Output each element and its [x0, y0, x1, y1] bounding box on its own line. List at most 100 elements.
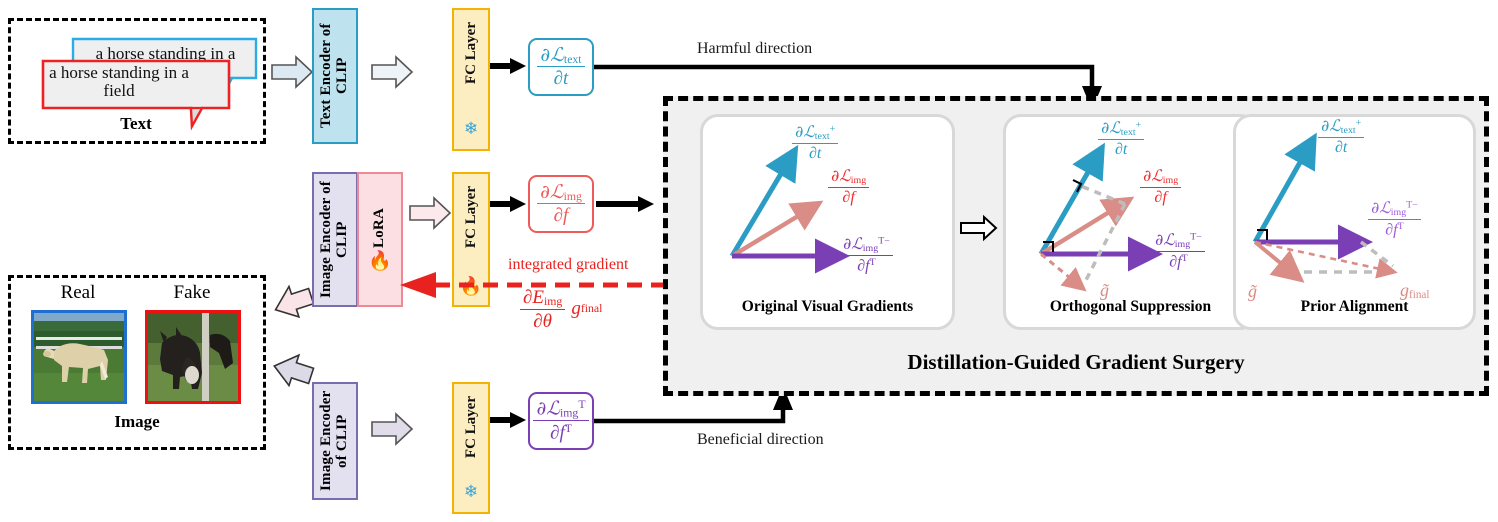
lbl-sub: img	[1390, 206, 1407, 218]
text-bubble-back-label: a horse standing in a	[95, 44, 236, 63]
text-encoder-box: Text Encoder of CLIP	[312, 8, 358, 144]
image-encoder-frozen-label: Image Encoder of CLIP	[318, 390, 350, 492]
arrow-fc-to-img-t-gradient	[490, 411, 528, 429]
panel-2-text-gradient-label: ∂ℒtext+∂t	[1098, 118, 1145, 159]
image-encoder-lora-label: Image Encoder of CLIP	[318, 180, 350, 299]
arrow-fc-to-text-gradient	[490, 57, 528, 75]
img-t-gradient-sub: img	[560, 406, 579, 420]
ig-formula-num-sub: img	[544, 295, 563, 309]
arrow-img-gradient-out	[596, 195, 656, 213]
snowflake-icon: ❄	[463, 482, 479, 501]
ig-formula-tail: g	[571, 298, 581, 320]
text-group-label: Text	[120, 114, 152, 133]
beneficial-direction-path	[594, 386, 794, 430]
panel-2-g-tilde-label: g̃	[1100, 280, 1109, 300]
lbl-den: ∂f	[828, 186, 870, 206]
lbl-sup: T	[1406, 199, 1413, 211]
img-t-gradient-den-sup: T	[564, 422, 572, 436]
lbl-sup: T	[878, 235, 885, 247]
lbl-sub: img	[1174, 238, 1191, 250]
block-arrow-to-lora-encoder-icon	[270, 282, 316, 322]
img-gradient-box: ∂ℒimg ∂f	[528, 175, 594, 233]
panel-3-title: Prior Alignment	[1300, 298, 1409, 315]
panel-prior-alignment	[1233, 114, 1476, 330]
flame-icon: 🔥	[368, 250, 392, 272]
img-gradient-numerator: ∂ℒ	[540, 180, 564, 203]
gradient-surgery-title: Distillation-Guided Gradient Surgery	[907, 350, 1245, 374]
lbl-num: ∂ℒ	[1371, 198, 1391, 217]
panel-3-img-t-gradient-label: ∂ℒimgT−∂fT	[1368, 200, 1421, 239]
image-group-label: Image	[114, 412, 160, 431]
real-image	[31, 310, 127, 404]
text-encoder-label: Text Encoder of CLIP	[318, 23, 350, 129]
img-t-gradient-sup: T	[578, 398, 586, 412]
panel-original-visual-gradients	[700, 114, 955, 330]
lbl-sub: img	[862, 242, 879, 254]
lbl-sup: T	[1190, 231, 1197, 243]
fc-layer-frozen-label: FC Layer	[462, 396, 479, 459]
fake-label: Fake	[173, 282, 211, 303]
text-input-group	[8, 18, 266, 144]
lbl-sub: text	[814, 130, 830, 142]
lbl-num: ∂ℒ	[1321, 116, 1341, 135]
lbl-num: ∂ℒ	[1101, 118, 1121, 137]
lbl-num: ∂ℒ	[843, 234, 863, 253]
text-bubble-front	[41, 59, 231, 131]
integrated-gradient-path	[398, 272, 666, 298]
panel-2-title: Orthogonal Suppression	[1049, 298, 1212, 315]
lbl-den: ∂f	[857, 257, 870, 275]
lbl-sub: text	[1120, 126, 1136, 138]
panel-1-img-t-gradient-label: ∂ℒimgT−∂fT	[840, 236, 893, 275]
panel-3-vectors	[1233, 114, 1476, 330]
panel-2-img-t-gradient-label: ∂ℒimgT−∂fT	[1152, 232, 1205, 271]
lbl-sub: img	[1162, 174, 1179, 186]
panel-3-g-final-label: gfinal	[1400, 280, 1429, 301]
panel-1-vectors	[700, 114, 955, 330]
text-gradient-denominator: ∂t	[537, 66, 585, 88]
text-gradient-sub: text	[563, 52, 582, 66]
text-gradient-box: ∂ℒtext ∂t	[528, 38, 594, 96]
panel-3-text-gradient-label: ∂ℒtext+∂t	[1318, 116, 1365, 157]
panel-1-img-gradient-label: ∂ℒimg∂f	[828, 166, 870, 207]
lora-box: LoRA 🔥	[357, 172, 403, 307]
lbl-num: ∂ℒ	[1143, 166, 1163, 185]
real-label: Real	[60, 282, 96, 303]
img-t-gradient-numerator: ∂ℒ	[536, 397, 560, 420]
fc-layer-lora-label: FC Layer	[462, 186, 479, 249]
g-final-sub: final	[1409, 289, 1430, 301]
lbl-den: ∂t	[1098, 138, 1145, 158]
lbl-num: ∂ℒ	[831, 166, 851, 185]
lbl-den-sup: T	[1397, 220, 1404, 232]
lbl-den-sup: T	[1181, 252, 1188, 264]
image-encoder-lora-box: Image Encoder of CLIP	[312, 172, 358, 307]
text-bubble-front-label: a horse standing in a field	[49, 63, 189, 100]
block-arrow-text-to-fc-icon	[370, 55, 414, 89]
integrated-gradient-label: integrated gradient	[508, 256, 629, 273]
image-encoder-frozen-box: Image Encoder of CLIP	[312, 382, 358, 500]
g-final-symbol: g	[1400, 280, 1409, 300]
text-gradient-numerator: ∂ℒ	[540, 43, 564, 66]
ig-formula-denominator: ∂θ	[520, 308, 566, 331]
harmful-direction-label: Harmful direction	[697, 40, 813, 57]
lbl-den: ∂f	[1169, 253, 1182, 271]
panel-1-text-gradient-label: ∂ℒtext+∂t	[792, 124, 839, 163]
panel-3-g-tilde-label: g̃	[1248, 281, 1257, 301]
ig-formula-tail-sub: final	[580, 302, 603, 316]
ig-formula-numerator: ∂E	[523, 287, 544, 308]
snowflake-icon: ❄	[463, 119, 479, 138]
img-t-gradient-denominator: ∂f	[550, 422, 565, 444]
fc-layer-text: FC Layer ❄	[452, 8, 490, 151]
image-input-group	[8, 275, 266, 450]
panel-2-img-gradient-label: ∂ℒimg∂f	[1140, 166, 1182, 207]
fc-layer-frozen: FC Layer ❄	[452, 382, 490, 514]
beneficial-direction-label: Beneficial direction	[697, 431, 824, 448]
img-t-gradient-box: ∂ℒimgT ∂fT	[528, 392, 594, 450]
arrow-fc-to-img-gradient	[490, 195, 528, 213]
lbl-den: ∂f	[1385, 221, 1398, 239]
lbl-num: ∂ℒ	[1155, 230, 1175, 249]
img-gradient-denominator: ∂f	[537, 203, 585, 225]
block-arrow-right-icon	[270, 55, 314, 89]
lora-label: LoRA	[371, 208, 388, 248]
lbl-sub: text	[1340, 124, 1356, 136]
